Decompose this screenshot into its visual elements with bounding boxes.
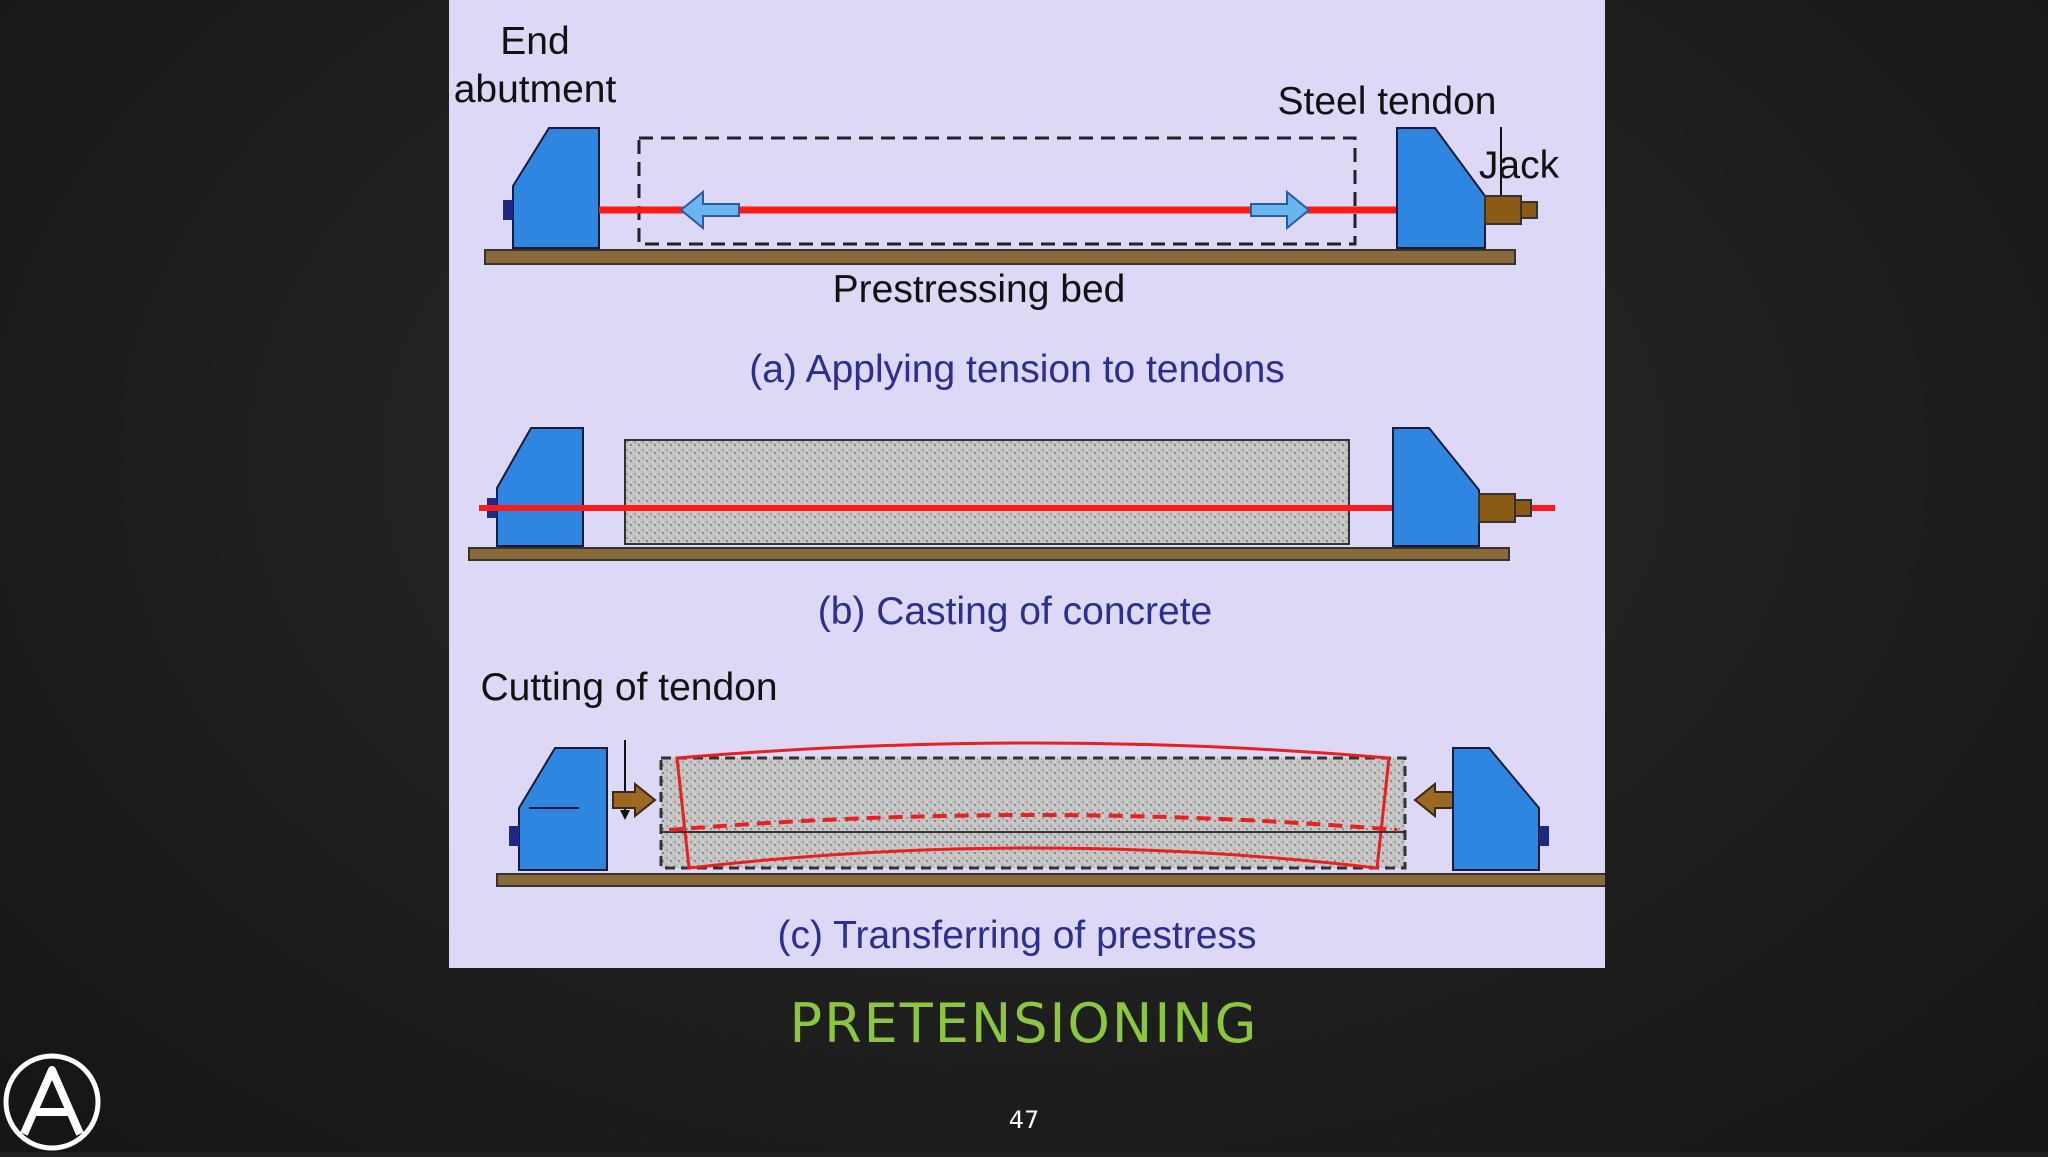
- stage-c: Cutting of tendon (c) Transferring of pr…: [480, 666, 1605, 957]
- tension-arrow-left: [679, 189, 740, 231]
- caption-c: (c) Transferring of prestress: [778, 914, 1257, 957]
- letter-a-logo-icon: [2, 1052, 102, 1152]
- pretensioning-diagram: End abutment Steel tendon Jack Prestress…: [449, 0, 1605, 968]
- steel-tendon-label: Steel tendon: [1277, 80, 1496, 123]
- transfer-arrow-left: [612, 781, 657, 819]
- page-number: 47: [1008, 1106, 1040, 1134]
- slide-title: PRETENSIONING: [789, 992, 1259, 1055]
- caption-a: (a) Applying tension to tendons: [749, 348, 1285, 391]
- cambered-member-outline: [675, 741, 1391, 870]
- stage-a: End abutment Steel tendon Jack Prestress…: [454, 20, 1560, 391]
- prestressing-bed-c: [496, 873, 1605, 887]
- end-abutment-label-line1: End: [500, 20, 569, 63]
- prestressing-bed-b: [468, 547, 1510, 561]
- cutting-of-tendon-label: Cutting of tendon: [480, 666, 777, 709]
- caption-b: (b) Casting of concrete: [818, 590, 1213, 633]
- jack: [1484, 195, 1522, 225]
- left-abutment: [512, 127, 600, 249]
- prestressing-bed: [484, 249, 1516, 265]
- left-abutment-b: [496, 427, 584, 547]
- tendon-c: [668, 813, 1398, 832]
- prestressing-bed-label: Prestressing bed: [833, 268, 1126, 311]
- tension-arrow-right: [1250, 189, 1311, 231]
- jack-b: [1478, 493, 1516, 523]
- end-abutment-label-line2: abutment: [454, 68, 617, 111]
- concrete-member-b: [624, 439, 1350, 545]
- jack-label: Jack: [1479, 144, 1560, 187]
- formwork-outline: [637, 136, 1357, 246]
- stage-b: (b) Casting of concrete: [468, 427, 1555, 633]
